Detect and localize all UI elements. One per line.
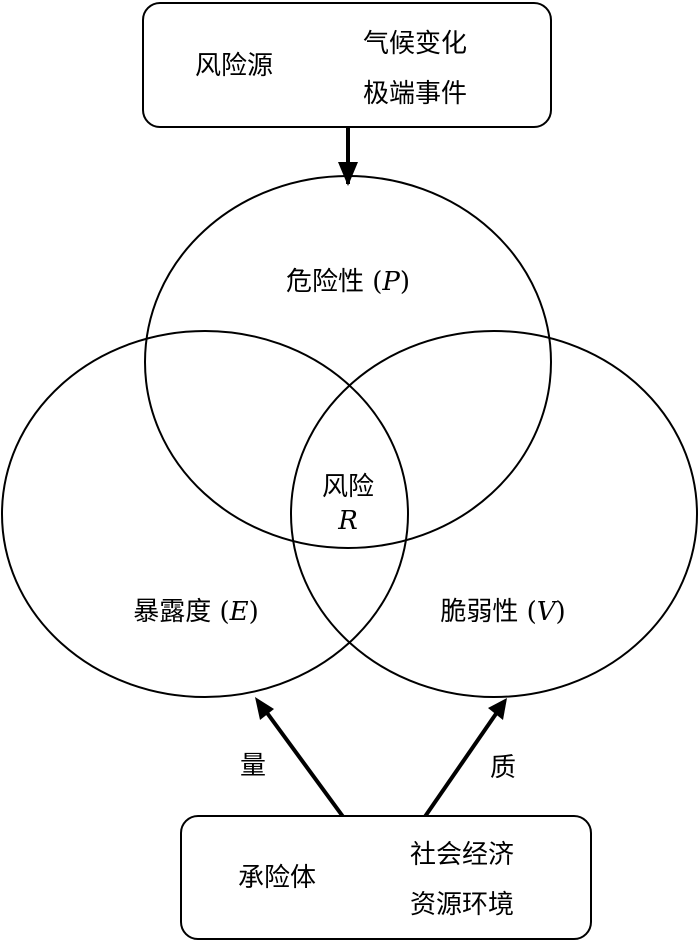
exposed-elements-box (180, 815, 592, 940)
vulnerability-symbol: V (536, 597, 556, 627)
risk-center-label: 风险 (321, 472, 375, 502)
hazard-paren-open: ( (372, 267, 383, 297)
exposure-circle (1, 330, 409, 698)
risk-source-title: 风险源 (195, 51, 274, 81)
quality-arrowhead (488, 698, 507, 720)
exposure-paren-close: ) (248, 597, 259, 627)
vulnerability-paren-open: ( (526, 597, 537, 627)
hazard-label: 危险性 (P) (286, 266, 410, 298)
vulnerability-label: 脆弱性 (V) (440, 596, 565, 628)
vulnerability-paren-close: ) (555, 597, 566, 627)
source-arrowhead (338, 162, 358, 186)
quantity-arrowhead (255, 697, 274, 720)
hazard-text: 危险性 (285, 267, 364, 297)
exposure-text: 暴露度 (133, 597, 212, 627)
risk-source-box (142, 2, 552, 128)
exposure-symbol: E (229, 597, 249, 627)
hazard-paren-close: ) (399, 267, 411, 297)
quality-label: 质 (490, 753, 517, 783)
quantity-arrow (260, 704, 346, 820)
risk-source-item: 极端事件 (363, 79, 468, 109)
quantity-label: 量 (240, 751, 267, 781)
hazard-symbol: P (382, 267, 400, 297)
exposure-paren-open: ( (219, 597, 230, 627)
exposed-elements-item: 社会经济 (410, 840, 515, 870)
quality-arrow (422, 706, 502, 820)
vulnerability-text: 脆弱性 (440, 597, 519, 627)
exposure-label: 暴露度 (E) (133, 596, 259, 628)
risk-center-symbol: R (338, 506, 358, 536)
exposed-elements-title: 承险体 (238, 863, 317, 893)
vulnerability-circle (290, 330, 698, 698)
risk-source-item: 气候变化 (363, 29, 468, 59)
exposed-elements-item: 资源环境 (410, 890, 515, 920)
